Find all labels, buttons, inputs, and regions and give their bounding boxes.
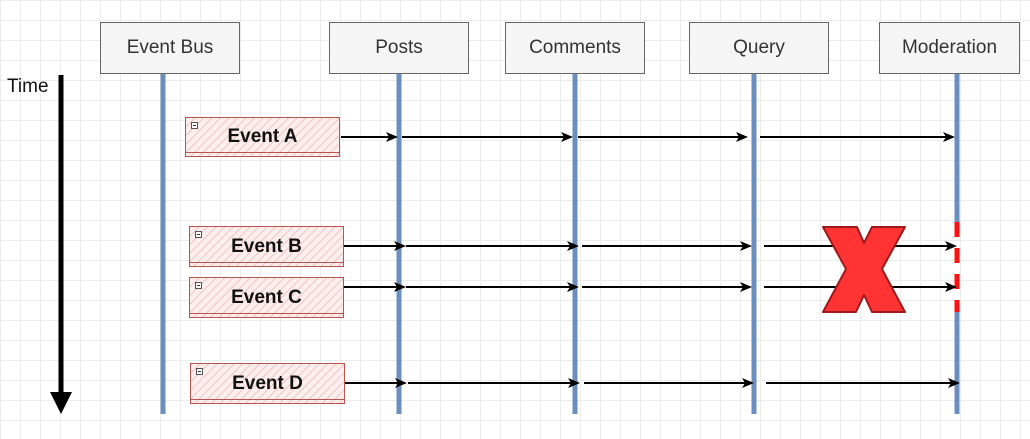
red-x-icon xyxy=(822,226,906,313)
event-label: Event D xyxy=(232,372,303,394)
event-box-a[interactable]: Event A xyxy=(185,117,340,157)
collapse-icon[interactable] xyxy=(196,368,203,375)
service-box-query[interactable]: Query xyxy=(689,22,829,74)
collapse-icon[interactable] xyxy=(195,282,202,289)
service-box-posts[interactable]: Posts xyxy=(329,22,469,74)
service-box-event-bus[interactable]: Event Bus xyxy=(100,22,240,74)
event-label: Event B xyxy=(231,235,302,257)
time-axis-arrowhead xyxy=(50,392,72,414)
collapse-icon[interactable] xyxy=(191,122,198,129)
time-axis-label: Time xyxy=(7,76,49,97)
collapse-icon[interactable] xyxy=(195,231,202,238)
event-label: Event A xyxy=(227,126,298,147)
event-box-d[interactable]: Event D xyxy=(190,363,345,404)
service-box-comments[interactable]: Comments xyxy=(505,22,645,74)
event-box-b[interactable]: Event B xyxy=(189,226,344,267)
event-box-c[interactable]: Event C xyxy=(189,277,344,318)
event-label: Event C xyxy=(231,286,302,308)
service-box-moderation[interactable]: Moderation xyxy=(879,22,1020,74)
